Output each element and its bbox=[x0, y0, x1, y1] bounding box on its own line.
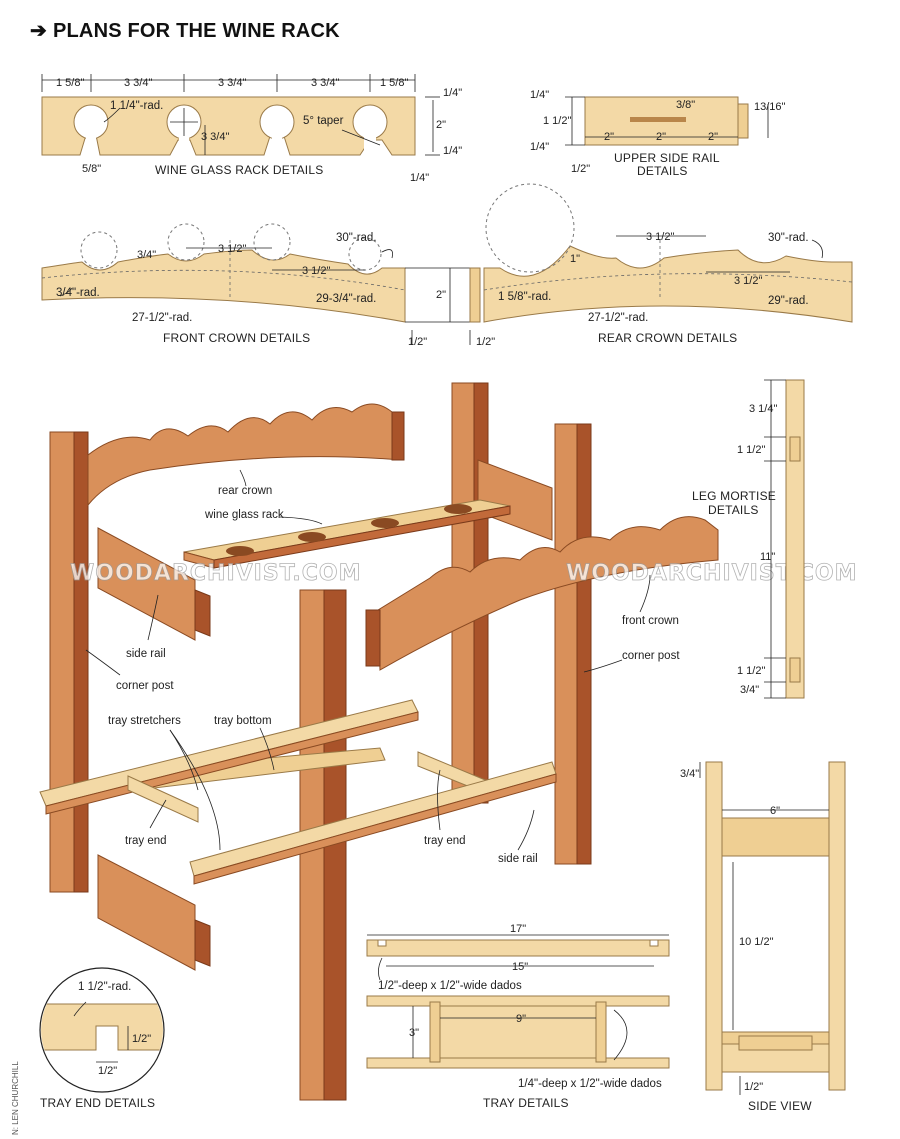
tray-inner: 15" bbox=[512, 961, 528, 973]
rc-low-radius: 29"-rad. bbox=[768, 295, 809, 307]
fc-caption: FRONT CROWN DETAILS bbox=[163, 331, 310, 345]
usr-bottom: 1/2" bbox=[571, 163, 590, 175]
usr-tenon: 3/8" bbox=[676, 99, 695, 111]
te-depth: 1/2" bbox=[132, 1033, 151, 1045]
label-side-rail-left: side rail bbox=[126, 648, 166, 660]
tray-end-detail bbox=[39, 967, 165, 1093]
wgr-bottom-quarter-2: 1/4" bbox=[410, 172, 429, 184]
wgr-top-quarter: 1/4" bbox=[443, 87, 462, 99]
lm-mortise-2: 1 1/2" bbox=[737, 665, 765, 677]
fc-spacing-2: 3 1/2" bbox=[302, 265, 330, 277]
tray-length: 17" bbox=[510, 923, 526, 935]
page-title: ➔PLANS FOR THE WINE RACK bbox=[30, 18, 340, 43]
watermark-left: WOODARCHIVIST.COM bbox=[70, 561, 361, 586]
illustrator-credit: N: LEN CHURCHILL bbox=[11, 1061, 20, 1135]
rc-small-radius: 1 5/8"-rad. bbox=[498, 291, 551, 303]
wgr-caption: WINE GLASS RACK DETAILS bbox=[155, 163, 323, 177]
wgr-dim-1: 1 5/8" bbox=[56, 77, 84, 89]
tray-width: 3" bbox=[409, 1027, 419, 1039]
lm-top: 3 1/4" bbox=[749, 403, 777, 415]
wgr-taper: 5° taper bbox=[303, 115, 344, 127]
crown-center-left: 1/2" bbox=[408, 336, 427, 348]
tray-detail bbox=[366, 934, 670, 1069]
label-tray-bottom: tray bottom bbox=[214, 715, 272, 727]
tray-caption: TRAY DETAILS bbox=[483, 1096, 569, 1110]
lm-bottom: 3/4" bbox=[740, 684, 759, 696]
upper-side-rail-detail bbox=[565, 96, 769, 146]
label-corner-post-right: corner post bbox=[622, 650, 680, 662]
crown-section-detail bbox=[405, 267, 481, 345]
crown-center-height: 2" bbox=[436, 289, 446, 301]
sv-width: 6" bbox=[770, 805, 780, 817]
usr-left-top: 1/4" bbox=[530, 89, 549, 101]
label-wine-glass-rack: wine glass rack bbox=[204, 509, 284, 521]
wgr-bottom-quarter: 1/4" bbox=[443, 145, 462, 157]
crown-center-right: 1/2" bbox=[476, 336, 495, 348]
rc-spacing-2: 3 1/2" bbox=[734, 275, 762, 287]
tray-spacing: 9" bbox=[516, 1013, 526, 1025]
rc-big-radius: 30"-rad. bbox=[768, 232, 809, 244]
usr-right: 13/16" bbox=[754, 101, 786, 113]
rc-spacing: 3 1/2" bbox=[646, 231, 674, 243]
wgr-dim-3: 3 3/4" bbox=[218, 77, 246, 89]
usr-left-mid: 1 1/2" bbox=[543, 115, 571, 127]
sv-top: 3/4" bbox=[680, 768, 699, 780]
te-radius: 1 1/2"-rad. bbox=[78, 981, 131, 993]
wgr-dim-4: 3 3/4" bbox=[311, 77, 339, 89]
front-crown-detail bbox=[41, 223, 406, 323]
arrow-right-icon: ➔ bbox=[30, 20, 47, 42]
watermark-right: WOODARCHIVIST.COM bbox=[566, 561, 857, 586]
lm-mortise-1: 1 1/2" bbox=[737, 444, 765, 456]
label-corner-post-left: corner post bbox=[116, 680, 174, 692]
wgr-depth: 3 3/4" bbox=[201, 131, 229, 143]
label-rear-crown: rear crown bbox=[218, 485, 272, 497]
tray-dado-top: 1/2"-deep x 1/2"-wide dados bbox=[378, 980, 522, 992]
fc-spacing: 3 1/2" bbox=[218, 243, 246, 255]
lm-caption-2: DETAILS bbox=[708, 503, 759, 517]
fc-low-radius: 29-3/4"-rad. bbox=[316, 293, 376, 305]
lm-span: 11" bbox=[760, 551, 775, 563]
wgr-height: 2" bbox=[436, 119, 446, 131]
usr-span-1: 2" bbox=[604, 131, 614, 143]
wgr-dim-2: 3 3/4" bbox=[124, 77, 152, 89]
wine-glass-rack-detail bbox=[41, 74, 440, 156]
wgr-dim-5: 1 5/8" bbox=[380, 77, 408, 89]
usr-span-2: 2" bbox=[656, 131, 666, 143]
label-tray-stretchers: tray stretchers bbox=[108, 715, 181, 727]
sv-bottom: 1/2" bbox=[744, 1081, 763, 1093]
wgr-radius: 1 1/4"-rad. bbox=[110, 100, 163, 112]
usr-caption-1: UPPER SIDE RAIL bbox=[614, 151, 720, 165]
usr-span-3: 2" bbox=[708, 131, 718, 143]
rc-caption: REAR CROWN DETAILS bbox=[598, 331, 737, 345]
rc-bottom-radius: 27-1/2"-rad. bbox=[588, 312, 648, 324]
usr-left-bottom: 1/4" bbox=[530, 141, 549, 153]
label-tray-end-right: tray end bbox=[424, 835, 466, 847]
wgr-slot: 5/8" bbox=[82, 163, 101, 175]
label-tray-end-left: tray end bbox=[125, 835, 167, 847]
sv-height: 10 1/2" bbox=[739, 936, 774, 948]
sv-caption: SIDE VIEW bbox=[748, 1099, 812, 1113]
fc-small-radius: 3/4"-rad. bbox=[56, 287, 100, 299]
leg-mortise-detail bbox=[764, 379, 805, 699]
te-caption: TRAY END DETAILS bbox=[40, 1096, 155, 1110]
usr-caption-2: DETAILS bbox=[637, 164, 688, 178]
fc-big-radius: 30"-rad. bbox=[336, 232, 377, 244]
side-view-detail bbox=[699, 761, 846, 1095]
rc-one-inch: 1" bbox=[570, 253, 580, 265]
rear-crown-detail bbox=[483, 183, 853, 323]
te-width: 1/2" bbox=[98, 1065, 117, 1077]
exploded-assembly bbox=[39, 382, 719, 1101]
fc-bottom-radius: 27-1/2"-rad. bbox=[132, 312, 192, 324]
fc-arc-radius: 3/4" bbox=[137, 249, 156, 261]
label-side-rail-right: side rail bbox=[498, 853, 538, 865]
page-title-text: PLANS FOR THE WINE RACK bbox=[52, 20, 340, 42]
label-front-crown: front crown bbox=[622, 615, 679, 627]
tray-dado-bottom: 1/4"-deep x 1/2"-wide dados bbox=[518, 1078, 662, 1090]
lm-caption-1: LEG MORTISE bbox=[692, 489, 776, 503]
